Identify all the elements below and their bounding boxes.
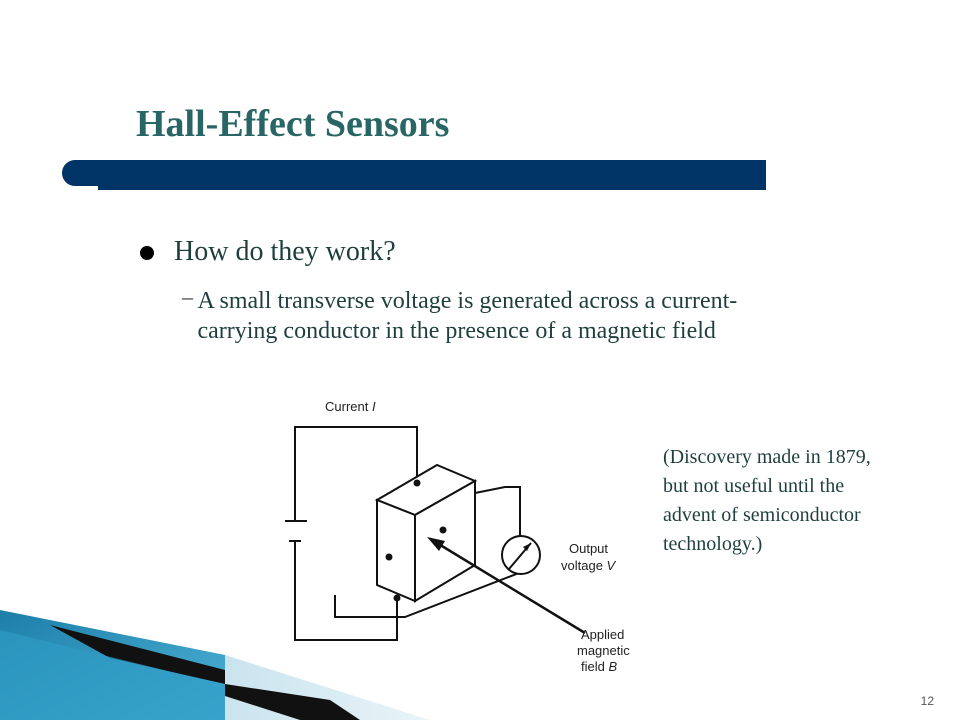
discovery-note: (Discovery made in 1879, but not useful … [663,446,871,555]
circuit-wires [285,426,418,641]
bullet-item: How do they work? [140,236,396,268]
voltmeter-icon [501,535,541,575]
field-label-line3: field B [581,659,617,674]
bullet-text: How do they work? [174,236,396,267]
slide-title: Hall-Effect Sensors [136,103,450,145]
hall-effect-diagram: Current I Output voltage V Applied magne… [285,399,630,674]
title-bar [62,160,766,190]
sub-bullet-text: A small transverse voltage is generated … [197,288,738,344]
output-label-line2: voltage V [561,558,617,573]
field-label-line2: magnetic [577,643,630,658]
sub-bullet-item: – A small transverse voltage is generate… [182,284,782,346]
page-number: 12 [920,694,934,708]
field-arrow-icon [427,537,586,635]
bullet-dot-icon [140,246,154,260]
conductor-slab [374,463,478,603]
current-label: Current I [325,399,376,414]
output-label-line1: Output [569,541,608,556]
field-label-line1: Applied [581,627,624,642]
dash-icon: – [182,284,193,309]
contact-dots [385,479,447,602]
